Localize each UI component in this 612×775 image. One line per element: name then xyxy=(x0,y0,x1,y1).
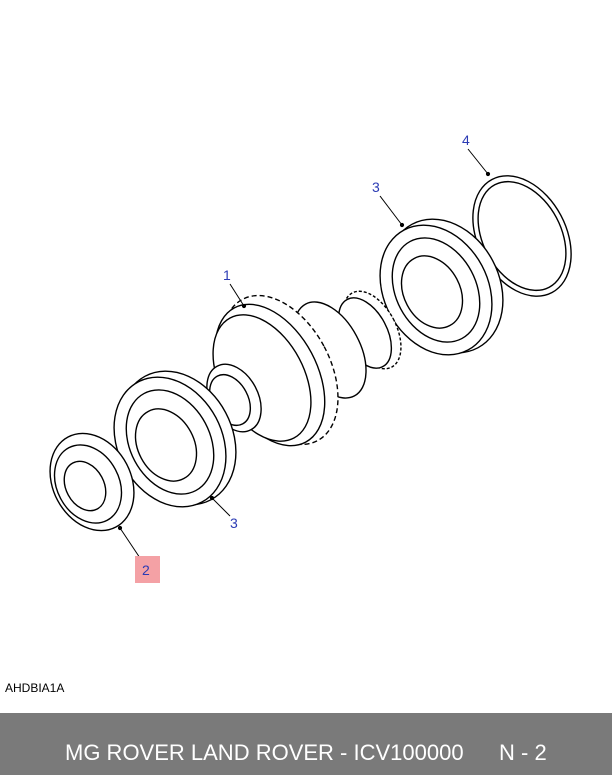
part-2-oil-seal xyxy=(49,432,135,532)
callout-3-lower[interactable]: 3 xyxy=(230,515,238,531)
part-1-gear-shaft xyxy=(206,290,402,447)
leader-line-1 xyxy=(229,283,245,307)
part-3-bearing-lower xyxy=(113,370,237,508)
callout-1[interactable]: 1 xyxy=(223,267,231,283)
leader-line-2 xyxy=(119,527,141,559)
part-4-circlip xyxy=(472,175,572,297)
callout-2-highlight xyxy=(135,556,160,583)
callout-2[interactable]: 2 xyxy=(142,562,150,578)
footer-page-number: N - 2 xyxy=(499,740,547,765)
footer-bar: MG ROVER LAND ROVER - ICV100000 N - 2 xyxy=(0,713,612,775)
callout-4[interactable]: 4 xyxy=(462,132,470,148)
leader-line-3-upper xyxy=(379,195,403,226)
diagram-reference-code: AHDBIA1A xyxy=(5,681,65,695)
footer-title: MG ROVER LAND ROVER - ICV100000 xyxy=(65,740,464,765)
part-3-bearing-upper xyxy=(379,218,504,356)
callout-3-upper[interactable]: 3 xyxy=(372,179,380,195)
leader-line-4 xyxy=(467,148,489,175)
exploded-parts-diagram xyxy=(49,148,572,559)
leader-line-3-lower xyxy=(211,497,231,517)
